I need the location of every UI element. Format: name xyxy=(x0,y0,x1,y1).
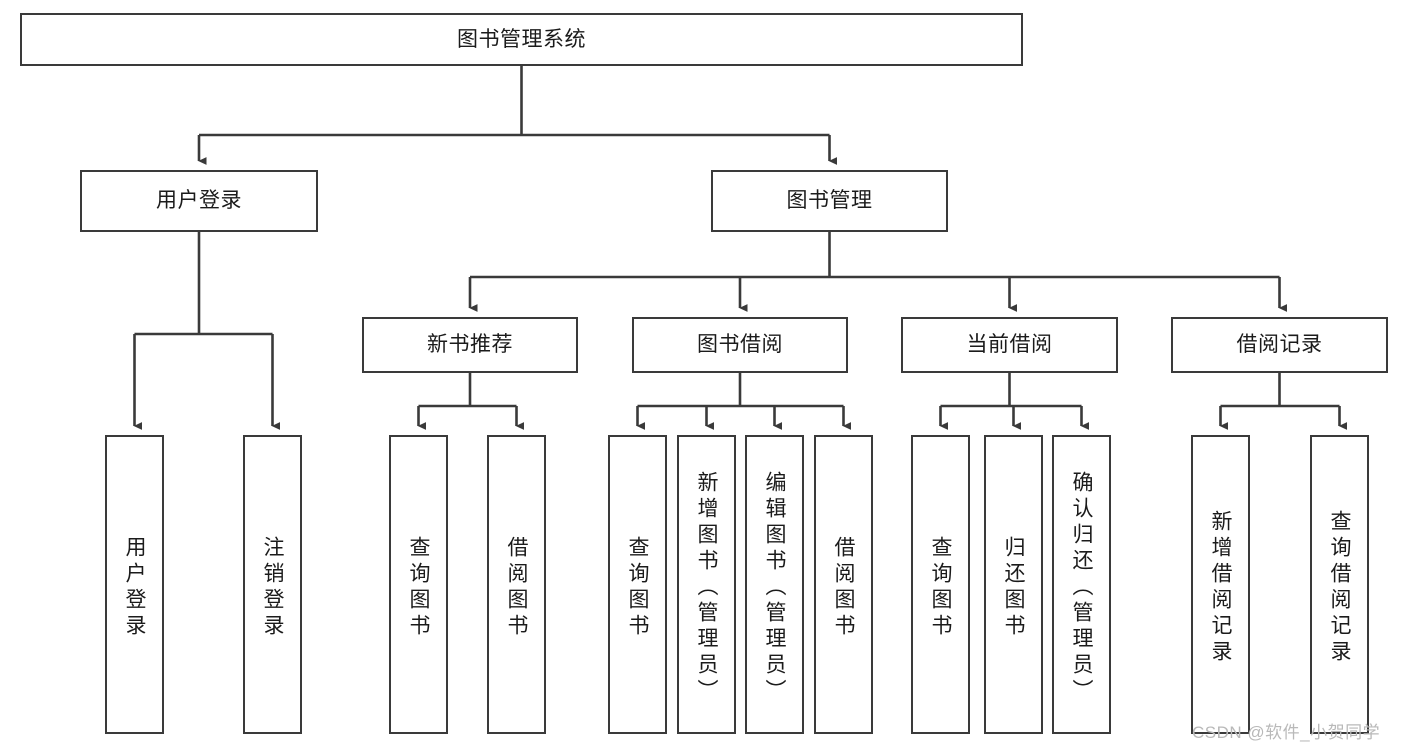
node-leaf-confirm-return[interactable]: 确认归还（管理员） xyxy=(1052,435,1111,734)
node-leaf-user-logout[interactable]: 注销登录 xyxy=(243,435,302,734)
node-label: 注销登录 xyxy=(261,535,284,640)
node-label: 图书管理 xyxy=(786,189,873,213)
edge-group xyxy=(133,66,1348,430)
node-label: 新增图书（管理员） xyxy=(695,470,718,705)
node-label: 图书管理系统 xyxy=(457,27,586,51)
node-root[interactable]: 图书管理系统 xyxy=(20,13,1023,66)
node-label: 图书借阅 xyxy=(697,333,783,357)
node-new-book-rec[interactable]: 新书推荐 xyxy=(362,317,578,373)
node-leaf-borrow-book-2[interactable]: 借阅图书 xyxy=(814,435,873,734)
node-current-borrow[interactable]: 当前借阅 xyxy=(901,317,1118,373)
node-leaf-query-record[interactable]: 查询借阅记录 xyxy=(1310,435,1369,734)
node-leaf-add-record[interactable]: 新增借阅记录 xyxy=(1191,435,1250,734)
node-book-manage[interactable]: 图书管理 xyxy=(711,170,948,232)
node-label: 查询图书 xyxy=(407,535,430,640)
node-label: 用户登录 xyxy=(156,189,242,213)
node-label: 借阅图书 xyxy=(505,535,528,640)
node-leaf-user-login[interactable]: 用户登录 xyxy=(105,435,164,734)
node-leaf-query-book-1[interactable]: 查询图书 xyxy=(389,435,448,734)
node-leaf-query-book-2[interactable]: 查询图书 xyxy=(608,435,667,734)
node-label: 新书推荐 xyxy=(427,333,513,357)
node-book-borrow[interactable]: 图书借阅 xyxy=(632,317,848,373)
node-leaf-add-book[interactable]: 新增图书（管理员） xyxy=(677,435,736,734)
node-label: 当前借阅 xyxy=(966,333,1053,357)
node-label: 编辑图书（管理员） xyxy=(763,470,786,705)
node-label: 归还图书 xyxy=(1002,535,1025,640)
node-label: 查询图书 xyxy=(626,535,649,640)
node-leaf-return-book[interactable]: 归还图书 xyxy=(984,435,1043,734)
node-label: 查询借阅记录 xyxy=(1328,509,1351,666)
node-leaf-edit-book[interactable]: 编辑图书（管理员） xyxy=(745,435,804,734)
node-label: 新增借阅记录 xyxy=(1209,509,1232,666)
node-user-login[interactable]: 用户登录 xyxy=(80,170,318,232)
watermark-label: CSDN @软件_小贺同学 xyxy=(1192,723,1381,742)
node-label: 借阅记录 xyxy=(1236,333,1323,357)
node-label: 借阅图书 xyxy=(832,535,855,640)
node-leaf-borrow-book-1[interactable]: 借阅图书 xyxy=(487,435,546,734)
node-borrow-record[interactable]: 借阅记录 xyxy=(1171,317,1388,373)
node-label: 确认归还（管理员） xyxy=(1070,470,1093,705)
node-label: 查询图书 xyxy=(929,535,952,640)
node-leaf-query-book-3[interactable]: 查询图书 xyxy=(911,435,970,734)
node-label: 用户登录 xyxy=(123,535,146,640)
